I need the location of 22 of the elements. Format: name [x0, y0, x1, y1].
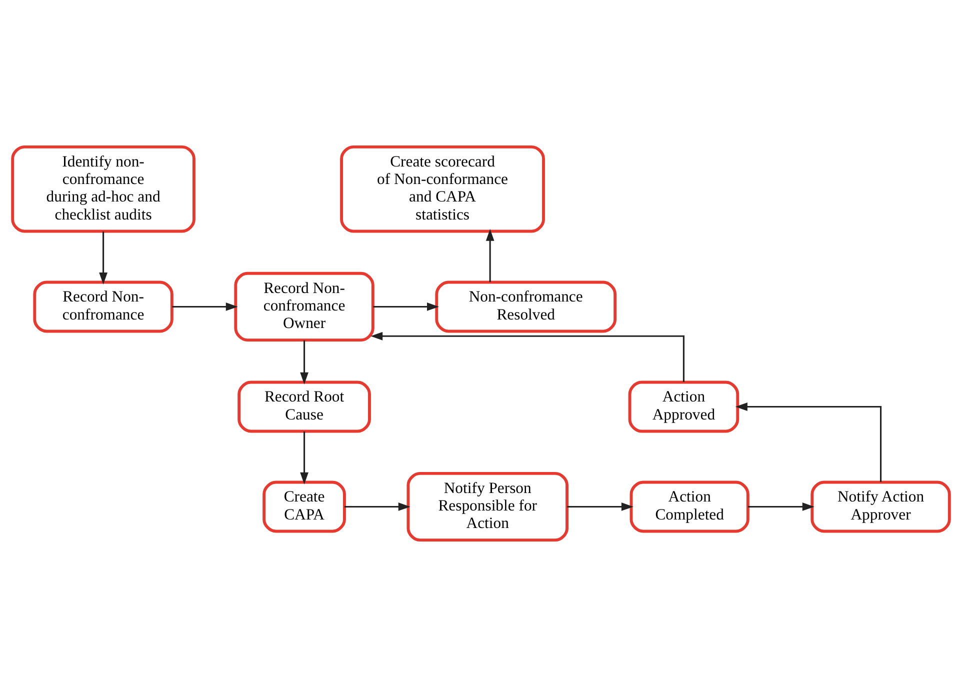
node-box: Action Approved	[628, 380, 740, 432]
node-box: Create CAPA	[262, 480, 346, 532]
node-box: Identify non-confromance during ad-hoc and checklist audits	[11, 144, 196, 232]
arrow	[99, 231, 108, 284]
node-box: Record Root Cause	[238, 380, 371, 432]
node-box: Record Non-confromance Owner	[234, 271, 374, 342]
arrow	[748, 502, 814, 510]
node-box: Create scorecard of Non-conformance and CAPA statistics	[340, 144, 545, 232]
arrow	[344, 502, 410, 510]
arrow	[172, 302, 238, 310]
arrow	[300, 430, 308, 484]
node-box: Action Completed	[630, 480, 750, 532]
arrow	[300, 340, 308, 384]
arrow	[370, 331, 684, 382]
node-box: Notify Action Approver	[810, 480, 951, 532]
arrow	[486, 228, 494, 282]
arrow	[373, 302, 439, 310]
node-box: Non-confromance Resolved	[435, 280, 617, 332]
node-box: Notify Person Responsible for Action	[406, 471, 568, 542]
node-box: Record Non-confromance	[33, 280, 174, 332]
arrow	[735, 402, 882, 482]
arrow	[567, 502, 634, 510]
